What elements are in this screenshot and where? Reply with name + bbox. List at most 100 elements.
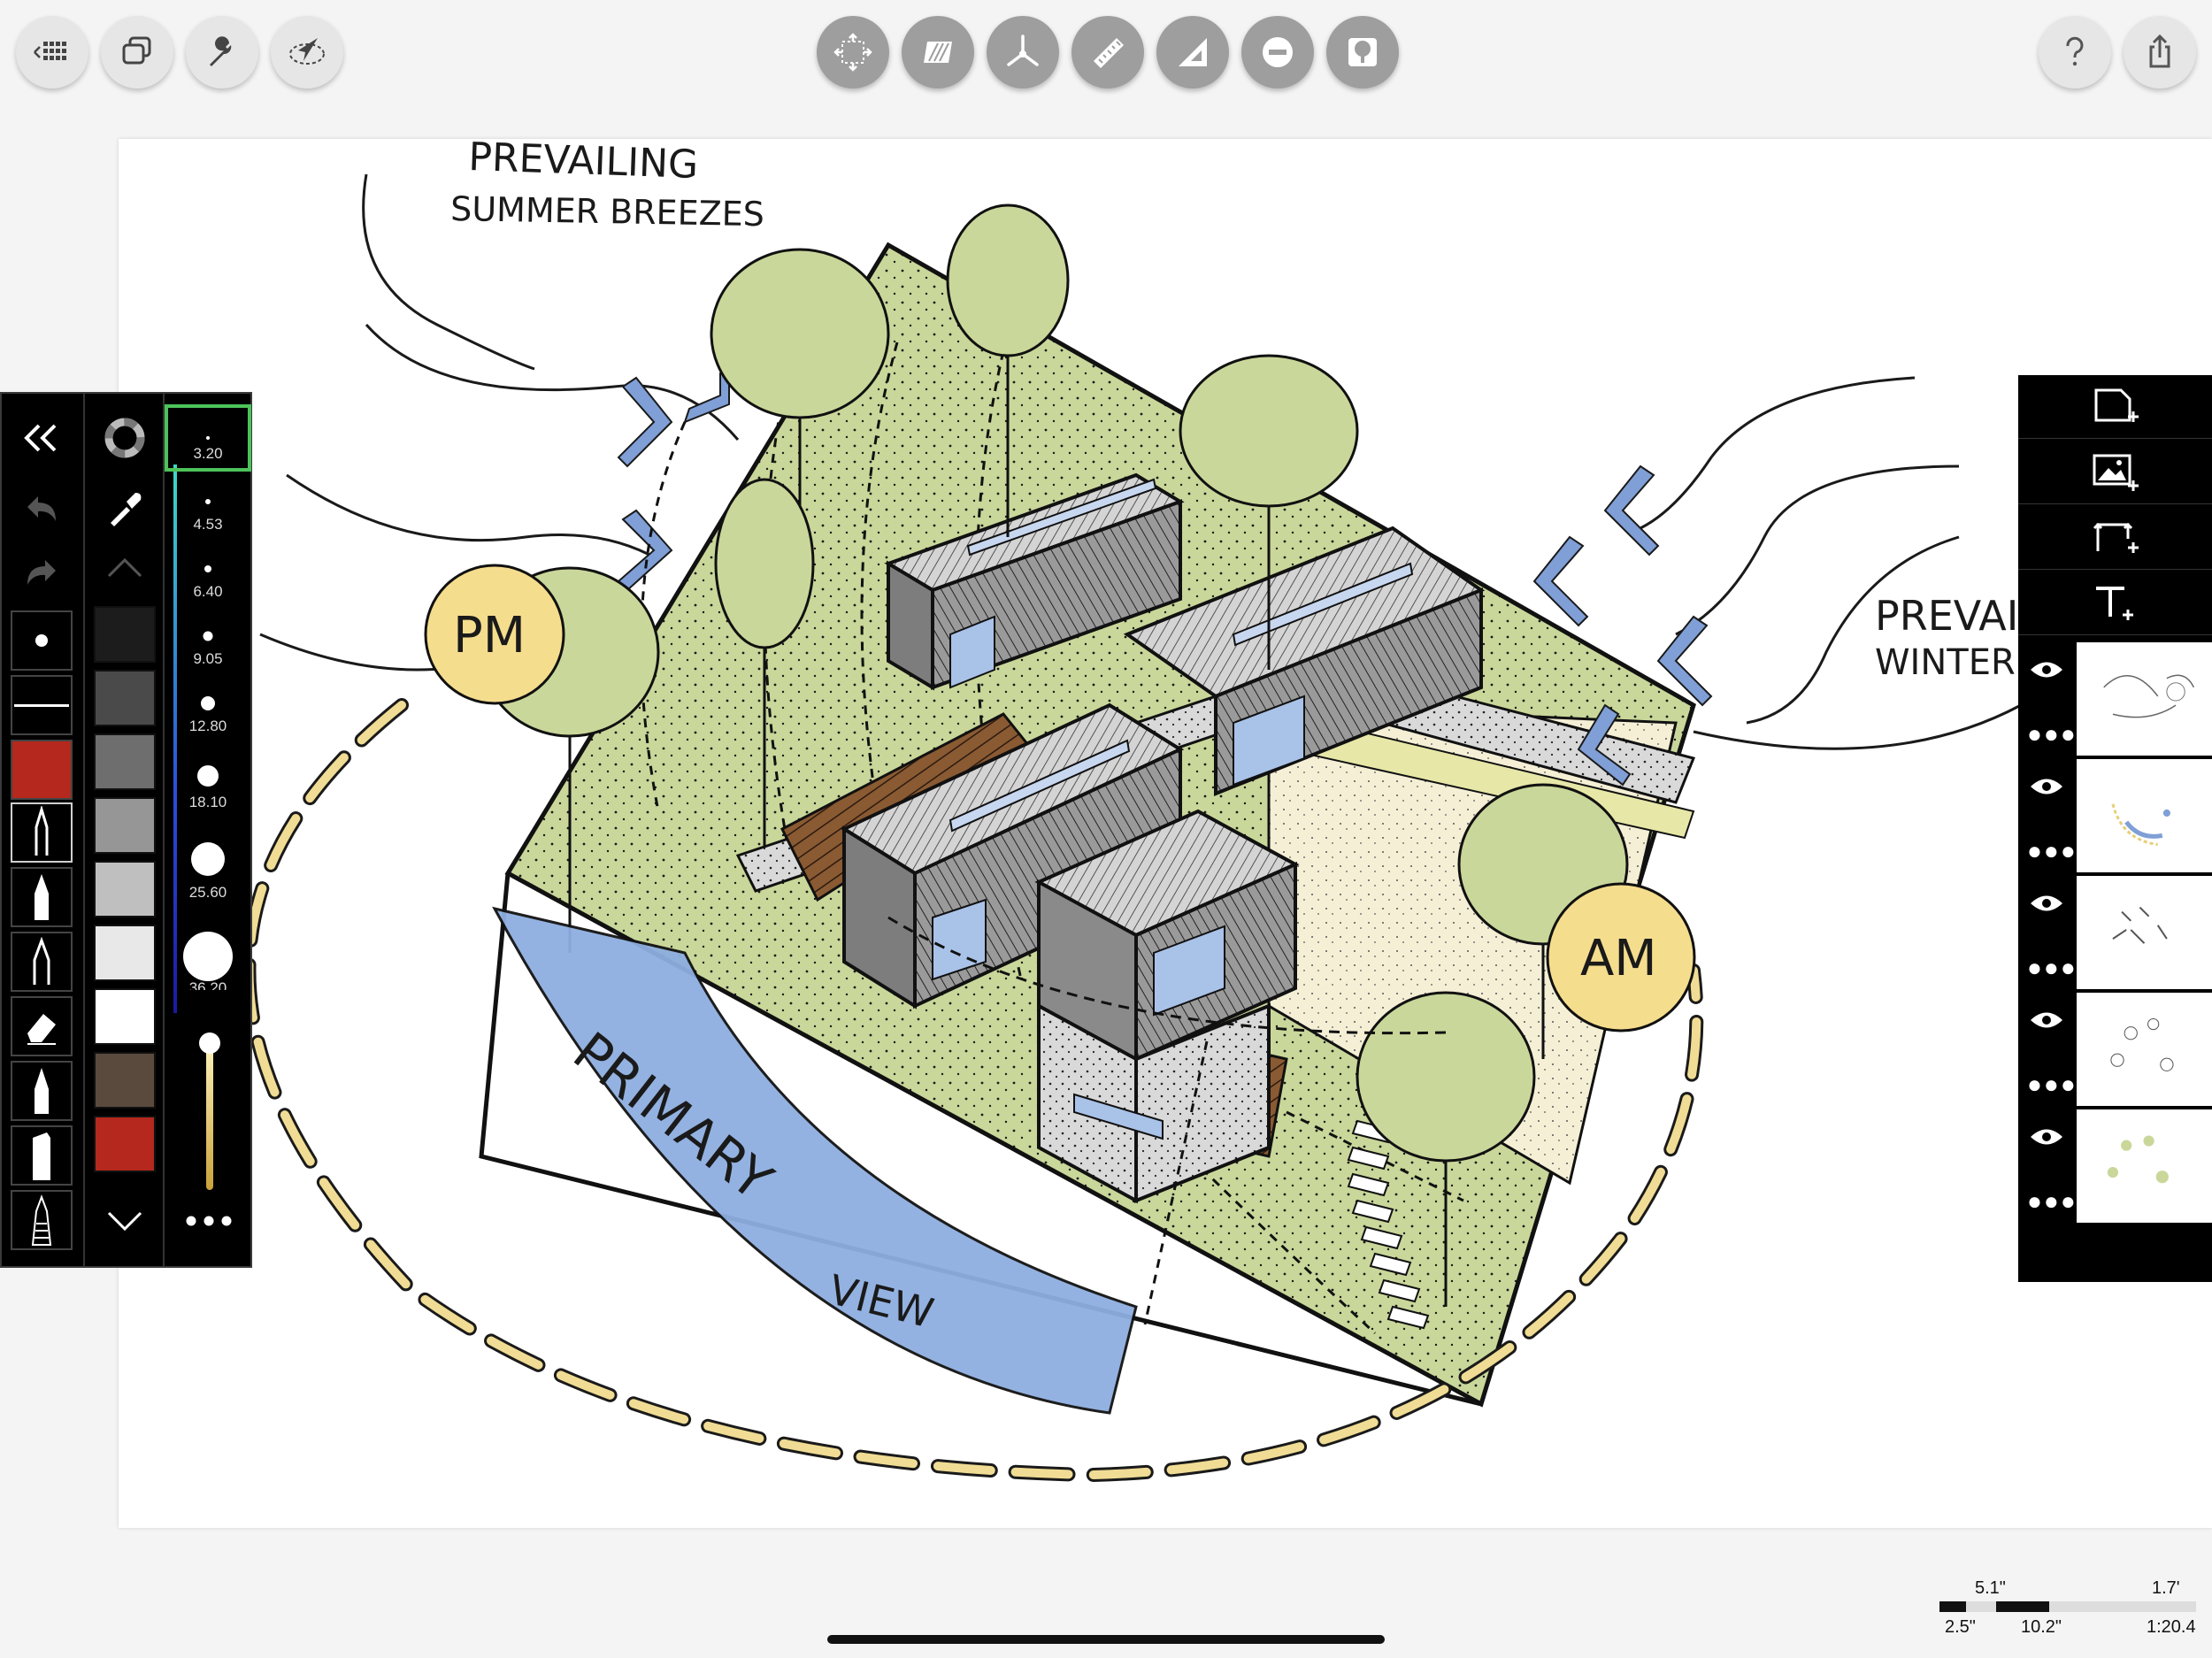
brush-more-button[interactable] [173, 1199, 244, 1243]
tool-brush[interactable] [11, 1190, 73, 1250]
size-option[interactable]: 9.05 [165, 606, 251, 673]
drawing-canvas[interactable]: PREVAILING SUMMER BREEZES PREVAI WINTER … [119, 139, 2212, 1528]
lasso-arrow-icon [289, 38, 325, 65]
color-swatch[interactable] [94, 733, 156, 790]
add-text-icon [2095, 586, 2133, 620]
size-scale-bar [173, 464, 177, 1013]
size-option[interactable]: 3.20 [165, 404, 251, 472]
add-guide-button[interactable] [2018, 506, 2212, 570]
layer-menu-dots[interactable]: ●●● [2027, 720, 2078, 748]
color-swatch[interactable] [94, 925, 156, 981]
layer-thumbnail [2077, 876, 2212, 989]
tool-marker[interactable] [11, 932, 73, 992]
undo-button[interactable] [11, 482, 73, 535]
tool-ballpoint[interactable] [11, 1061, 73, 1121]
layer-thumbnail [2077, 993, 2212, 1106]
collapse-panel-button[interactable] [11, 411, 73, 464]
selection-button[interactable] [271, 16, 343, 88]
share-button[interactable] [2124, 16, 2196, 88]
swatches-scroll-down[interactable] [94, 1199, 156, 1243]
marker-icon [33, 936, 50, 985]
redo-button[interactable] [11, 546, 73, 599]
color-wheel-button[interactable] [94, 411, 156, 464]
settings-button[interactable] [186, 16, 258, 88]
eye-icon[interactable] [2029, 1009, 2064, 1032]
size-option[interactable]: 36.20 [165, 910, 251, 990]
perspective-guide-icon [1007, 35, 1039, 66]
ruler-button[interactable] [1071, 16, 1144, 88]
tree-stamp-icon [1348, 38, 1377, 66]
winter-label-line1: PREVAI [1875, 592, 2018, 640]
current-color-swatch[interactable] [11, 740, 73, 800]
hatch-fill-icon [924, 42, 952, 63]
add-page-button[interactable] [2018, 375, 2212, 439]
size-option[interactable]: 4.53 [165, 472, 251, 539]
tool-eraser[interactable] [11, 996, 73, 1056]
layer-menu-dots[interactable]: ●●● [2027, 1071, 2078, 1098]
color-swatch[interactable] [94, 1052, 156, 1109]
scale-top-left: 5.1" [1975, 1578, 2006, 1598]
size-option[interactable]: 6.40 [165, 539, 251, 606]
eraser-icon [27, 1014, 56, 1045]
ellipse-guide-button[interactable] [1156, 16, 1229, 88]
pm-label: PM [453, 607, 526, 664]
size-option[interactable]: 12.80 [165, 673, 251, 741]
ruler-icon [1094, 38, 1124, 68]
brush-dot-preview[interactable] [11, 610, 73, 671]
layer-menu-dots[interactable]: ●●● [2027, 954, 2078, 981]
help-button[interactable] [2039, 16, 2111, 88]
tool-chisel[interactable] [11, 1125, 73, 1186]
paint-brush-icon [31, 1194, 52, 1246]
eye-icon[interactable] [2029, 1125, 2064, 1148]
layer-item[interactable]: ●●● [2018, 874, 2212, 991]
stamp-button[interactable] [1326, 16, 1399, 88]
eye-icon[interactable] [2029, 892, 2064, 915]
layer-menu-dots[interactable]: ●●● [2027, 837, 2078, 864]
color-swatch[interactable] [94, 670, 156, 726]
opacity-thumb[interactable] [199, 1032, 220, 1054]
perspective-button[interactable] [987, 16, 1059, 88]
am-label: AM [1580, 930, 1657, 987]
size-option[interactable]: 25.60 [165, 822, 251, 907]
tree [710, 248, 890, 599]
color-swatch[interactable] [94, 797, 156, 854]
swatches-scroll-up[interactable] [94, 546, 156, 590]
color-swatch[interactable] [94, 606, 156, 663]
layer-item[interactable]: ●●● [2018, 1108, 2212, 1224]
tool-pen[interactable] [11, 802, 73, 863]
add-image-button[interactable] [2018, 441, 2212, 504]
tool-pencil[interactable] [11, 867, 73, 927]
redo-icon [27, 560, 56, 585]
eye-icon[interactable] [2029, 775, 2064, 798]
add-image-icon [2093, 454, 2139, 491]
fill-button[interactable] [902, 16, 974, 88]
color-swatch[interactable] [94, 861, 156, 917]
tool-column [2, 394, 81, 1266]
scale-bottom-mid: 10.2" [2021, 1617, 2062, 1637]
gallery-button[interactable] [16, 16, 88, 88]
color-swatch[interactable] [94, 1116, 156, 1172]
opacity-slider[interactable] [196, 1031, 223, 1190]
eyedropper-icon [111, 493, 142, 526]
size-option[interactable]: 18.10 [165, 744, 251, 817]
symmetry-button[interactable] [1241, 16, 1314, 88]
sketch-drawing: PREVAILING SUMMER BREEZES PREVAI WINTER … [242, 139, 2022, 1483]
add-text-button[interactable] [2018, 572, 2212, 635]
layer-item[interactable]: ●●● [2018, 641, 2212, 757]
add-page-icon [2094, 388, 2139, 422]
layer-menu-dots[interactable]: ●●● [2027, 1187, 2078, 1215]
chevron-down-icon [107, 1211, 142, 1232]
layer-item[interactable]: ●●● [2018, 991, 2212, 1108]
eye-icon[interactable] [2029, 658, 2064, 681]
color-swatch[interactable] [94, 988, 156, 1045]
dot-icon [35, 634, 48, 647]
transform-button[interactable] [817, 16, 889, 88]
eyedropper-button[interactable] [94, 482, 156, 535]
set-square-icon [1179, 38, 1207, 66]
brush-line-preview[interactable] [11, 675, 73, 735]
scale-top-right: 1.7' [2152, 1578, 2180, 1598]
symmetry-icon [1263, 37, 1293, 67]
question-icon [2066, 36, 2084, 66]
layer-item[interactable]: ●●● [2018, 757, 2212, 874]
layers-copy-button[interactable] [101, 16, 173, 88]
